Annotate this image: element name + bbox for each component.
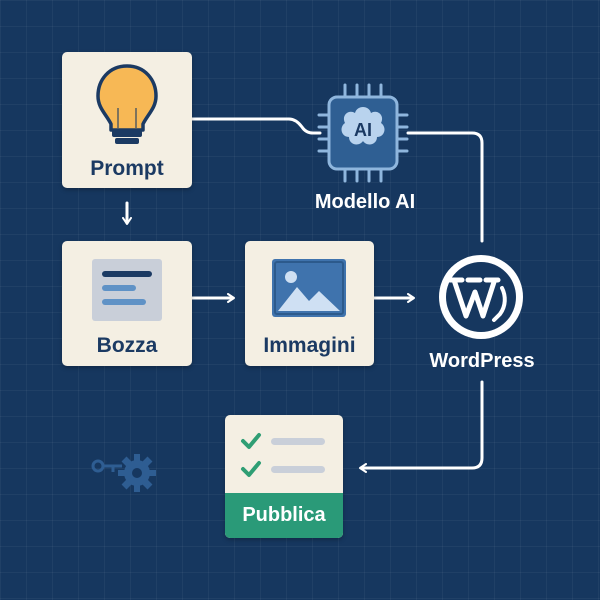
- publish-label: Pubblica: [225, 493, 343, 538]
- prompt-label: Prompt: [90, 157, 164, 180]
- images-label: Immagini: [263, 334, 356, 357]
- arrow-wordpress-to-publish: [359, 380, 484, 473]
- image-icon: [272, 259, 346, 317]
- draft-label: Bozza: [96, 334, 158, 357]
- draft-card: Bozza: [62, 241, 192, 366]
- wordpress-label: WordPress: [429, 350, 535, 372]
- prompt-card: Prompt: [62, 52, 192, 188]
- wordpress-logo-icon: [439, 255, 523, 339]
- document-icon: [92, 259, 162, 321]
- connector-ai-to-wordpress: [406, 131, 484, 243]
- lightbulb-icon: [96, 64, 158, 144]
- ai-chip-text: AI: [354, 120, 372, 140]
- images-card: Immagini: [245, 241, 374, 366]
- checklist-icon: [241, 433, 325, 477]
- gear-key-icon: [91, 454, 156, 492]
- ai-model-label: Modello AI: [314, 191, 416, 213]
- ai-chip-icon: [317, 83, 409, 183]
- connector-prompt-to-ai: [190, 117, 322, 135]
- publish-card: Pubblica: [225, 415, 343, 538]
